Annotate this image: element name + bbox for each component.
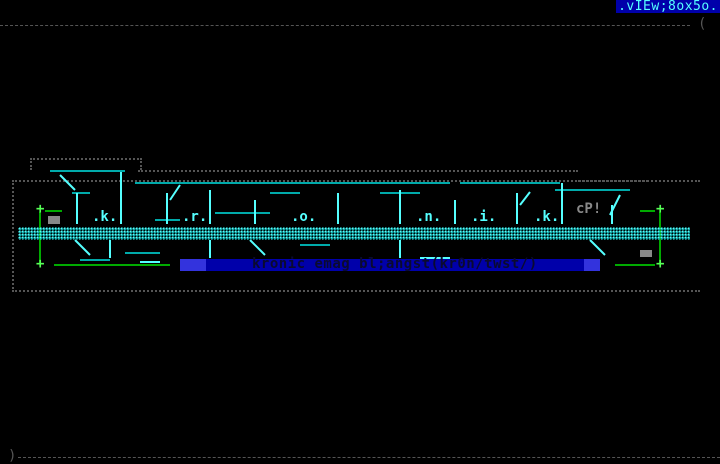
view-status-label: .vIEw;8ox5o. [616,0,720,14]
logo-letter-n: .n. [416,209,442,225]
logo-tag: cP! [576,201,602,217]
corner-plus-icon: + [36,256,45,272]
dotted-frame-top-right [578,180,648,182]
corner-plus-icon: + [656,201,665,217]
dotted-frame-top-left [30,158,142,170]
logo-letter-r: .r. [182,209,208,225]
bottom-divider-mark: ) [8,448,17,464]
top-divider [0,25,690,26]
logo-letter-i: .i. [471,209,497,225]
corner-plus-icon: + [36,201,45,217]
bottom-divider [18,457,720,458]
corner-plus-icon: + [656,256,665,272]
banner-dither-right [584,259,600,271]
banner-bar [180,259,600,271]
top-divider-mark: ( [698,16,707,32]
dithered-stripe [18,227,690,240]
dotted-frame-top [138,170,578,172]
banner-dither-left [180,259,206,271]
logo-letter-k: .k. [92,209,118,225]
logo-letter-k2: .k. [534,209,560,225]
banner-text: kronic emag bl;angst(kr0n/twst/) [252,256,538,272]
outer-dotted-frame [12,180,700,292]
logo-letter-o: .o. [291,209,317,225]
